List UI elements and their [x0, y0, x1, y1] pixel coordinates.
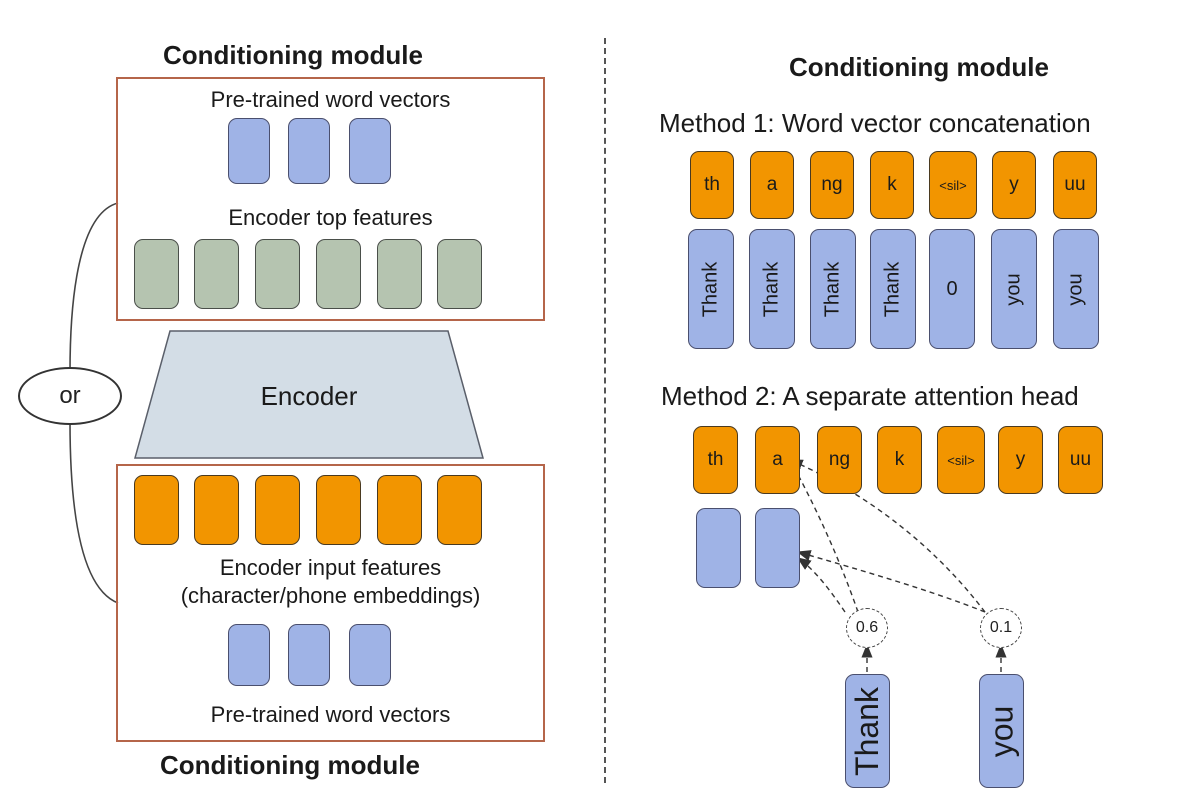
m1-phone-4: k: [870, 151, 914, 219]
encoder-input-feature-4: [316, 475, 361, 545]
top-conditioning-box: [116, 77, 545, 321]
encoder-input-feature-5: [377, 475, 422, 545]
right-title: Conditioning module: [789, 52, 1049, 82]
encoder-label: Encoder: [260, 381, 358, 411]
encoder-input-feature-3: [255, 475, 300, 545]
m1-word-3: Thank: [810, 229, 856, 349]
left-top-title: Conditioning module: [163, 40, 423, 70]
m1-word-5: 0: [929, 229, 975, 349]
attention-arrow-weight2-to-phone: [788, 459, 986, 613]
panel-divider: [604, 38, 606, 783]
encoder-top-feature-2: [194, 239, 239, 309]
encoder-top-feature-4: [316, 239, 361, 309]
encoder-top-feature-1: [134, 239, 179, 309]
m1-word-7-text: you: [1064, 272, 1087, 306]
m1-phone-5: <sil>: [929, 151, 977, 219]
m1-phone-7: uu: [1053, 151, 1097, 219]
top-word-vector-3: [349, 118, 391, 184]
left-bottom-title: Conditioning module: [160, 750, 420, 780]
bottom-word-vectors-label: Pre-trained word vectors: [210, 702, 451, 727]
m1-word-1-text: Thank: [699, 261, 722, 317]
m2-context-vector-1: [696, 508, 741, 588]
m1-phone-2: a: [750, 151, 794, 219]
encoder-top-feature-6: [437, 239, 482, 309]
top-word-vector-2: [288, 118, 330, 184]
m1-word-1: Thank: [688, 229, 734, 349]
encoder-input-feature-1: [134, 475, 179, 545]
top-word-vector-1: [228, 118, 270, 184]
m2-phone-6: y: [998, 426, 1043, 494]
encoder-top-feature-5: [377, 239, 422, 309]
attention-arrow-weight1-to-vector: [796, 557, 846, 613]
m1-phone-3: ng: [810, 151, 854, 219]
m2-word-2-text: you: [983, 705, 1019, 757]
m2-phone-7: uu: [1058, 426, 1103, 494]
m2-phone-2: a: [755, 426, 800, 494]
m1-word-4: Thank: [870, 229, 916, 349]
m2-word-2: you: [979, 674, 1024, 788]
bottom-word-vector-2: [288, 624, 330, 686]
attention-weight-1: 0.6: [846, 608, 888, 648]
m1-phone-1: th: [690, 151, 734, 219]
m2-context-vector-2: [755, 508, 800, 588]
method2-title: Method 2: A separate attention head: [661, 381, 1079, 411]
encoder-top-features-label: Encoder top features: [228, 205, 433, 230]
bottom-word-vector-3: [349, 624, 391, 686]
encoder-input-feature-2: [194, 475, 239, 545]
top-word-vectors-label: Pre-trained word vectors: [210, 87, 451, 112]
bottom-conditioning-box: [116, 464, 545, 742]
encoder-top-feature-3: [255, 239, 300, 309]
m1-word-2-text: Thank: [760, 261, 783, 317]
m1-word-2: Thank: [749, 229, 795, 349]
encoder-input-feature-6: [437, 475, 482, 545]
m2-phone-3: ng: [817, 426, 862, 494]
encoder-input-features-sublabel: (character/phone embeddings): [180, 583, 481, 608]
m2-phone-1: th: [693, 426, 738, 494]
encoder-shape: [134, 330, 484, 459]
m1-phone-6: y: [992, 151, 1036, 219]
bottom-word-vector-1: [228, 624, 270, 686]
m2-word-1: Thank: [845, 674, 890, 788]
m1-word-5-text: 0: [946, 277, 958, 300]
m1-word-7: you: [1053, 229, 1099, 349]
attention-arrow-weight2-to-vector: [796, 550, 986, 613]
m2-phone-5: <sil>: [937, 426, 985, 494]
method1-title: Method 1: Word vector concatenation: [659, 108, 1091, 138]
m1-word-3-text: Thank: [821, 261, 844, 317]
m1-word-4-text: Thank: [881, 261, 904, 317]
encoder-input-features-label: Encoder input features: [219, 555, 442, 580]
m1-word-6-text: you: [1002, 272, 1025, 306]
m1-word-6: you: [991, 229, 1037, 349]
or-oval: or: [18, 367, 122, 425]
m2-word-1-text: Thank: [849, 686, 885, 776]
m2-phone-4: k: [877, 426, 922, 494]
attention-weight-2: 0.1: [980, 608, 1022, 648]
or-connector-bottom: [69, 421, 119, 604]
or-connector-top: [69, 202, 119, 373]
